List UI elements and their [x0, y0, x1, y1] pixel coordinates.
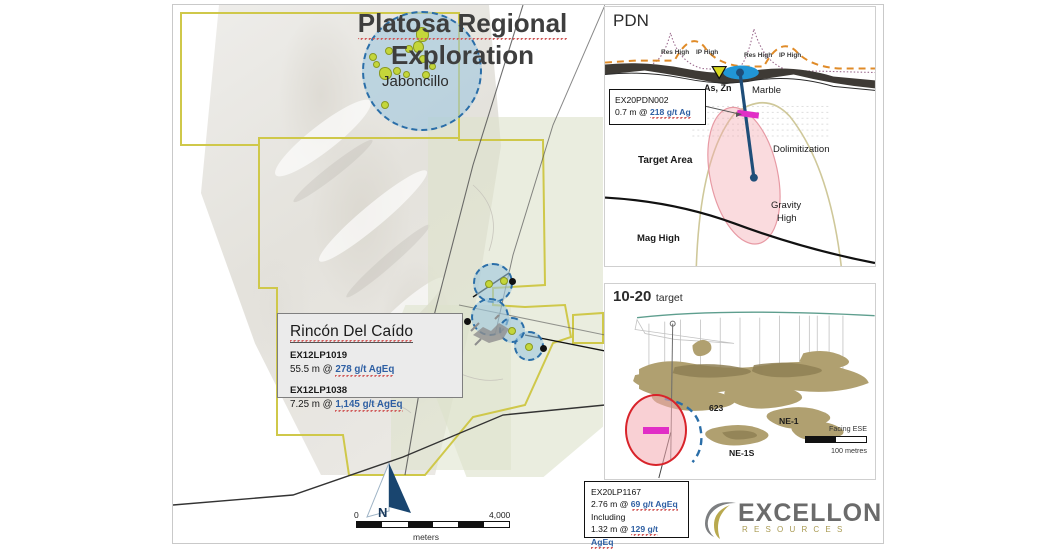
leader-anchor [509, 278, 516, 285]
facing-direction-label: Facing ESE [829, 424, 867, 433]
pdn-label-as-zn: As, Zn [704, 83, 732, 93]
pdn-label-target-area: Target Area [638, 155, 693, 166]
pdn-label-mag-high: Mag High [637, 233, 680, 244]
leader-anchor [540, 345, 547, 352]
callout-intercept-2: 1.32 m @ 129 g/t AgEq [591, 524, 659, 549]
pdn-section-panel: PDN [604, 6, 876, 267]
gold-showing [403, 71, 410, 78]
callout-rincon-del-caido[interactable]: Rincón Del Caído EX12LP1019 55.5 m @ 278… [277, 313, 463, 413]
platosa-mine-workings [470, 314, 509, 346]
page-title-line2: Exploration [390, 39, 534, 70]
pdn-title: PDN [613, 11, 649, 30]
gold-showing [500, 277, 508, 285]
gold-showing [385, 47, 393, 55]
regional-map-panel: Jaboncillo Platosa Rincón Del Caído EX12… [173, 5, 605, 543]
map-scalebar [356, 521, 510, 528]
gold-showing [381, 101, 389, 109]
leader-anchor [464, 318, 471, 325]
callout-hole-id: EX20PDN002 [615, 95, 669, 105]
gold-showing [422, 71, 430, 79]
pdn-label-dolimitization: Dolimitization [773, 144, 830, 155]
target-10-20-title: 10-20 target [613, 288, 683, 305]
callout-intercept: 7.25 m @ 1,145 g/t AgEq [290, 399, 403, 413]
gold-showing [413, 41, 424, 53]
pdn-label-ip-high-1: IP High [696, 49, 719, 56]
gold-showing [429, 63, 436, 70]
gold-showing [508, 327, 516, 335]
callout-intercept: 55.5 m @ 278 g/t AgEq [290, 363, 395, 377]
callout-intercept: 0.7 m @ 218 g/t Ag [615, 107, 691, 120]
page-title-line1: Platosa Regional [357, 8, 568, 40]
pdn-label-ip-high-2: IP High [779, 52, 802, 59]
callout-hole-id: EX12LP1019 [290, 350, 348, 361]
excellon-logo: EXCELLON RESOURCES [700, 495, 881, 540]
pdn-label-gravity-high-2: High [777, 213, 797, 224]
magenta-intercept-marker [643, 427, 669, 434]
page-title: Platosa Regional Exploration [330, 8, 595, 71]
target-scalebar-label: 100 metres [831, 446, 867, 455]
callout-hole-id: EX12LP1038 [290, 385, 348, 397]
scalebar-min-label: 0 [354, 510, 359, 520]
gold-showing [393, 67, 401, 75]
north-arrow-icon [366, 462, 411, 518]
compass-north-label: N [378, 505, 388, 520]
label-lens-623: 623 [709, 403, 724, 413]
gold-showing [419, 55, 427, 63]
callout-title: Rincón Del Caído [290, 323, 414, 343]
pdn-label-gravity-high: Gravity [771, 200, 802, 211]
target-10-20-3d-graphic [633, 311, 875, 479]
gold-showing [405, 45, 413, 53]
label-lens-ne1: NE-1 [779, 416, 799, 426]
callout-including-label: Including [591, 511, 626, 522]
gold-showing [373, 61, 380, 68]
excellon-subtitle: RESOURCES [742, 525, 849, 534]
gold-showing [525, 343, 533, 351]
pdn-label-marble: Marble [752, 85, 782, 96]
callout-hole-id: EX20LP1167 [591, 487, 642, 497]
red-target-ellipse [625, 394, 687, 466]
scalebar-unit-label: meters [413, 532, 439, 542]
scalebar-max-label: 4,000 [489, 510, 511, 520]
label-lens-ne1s: NE-1S [729, 448, 755, 458]
target-scalebar [805, 436, 867, 443]
gold-showing [379, 67, 392, 80]
excellon-mark-icon [705, 502, 736, 539]
target-10-20-panel: 10-20 target [604, 283, 876, 480]
callout-intercept-1: 2.76 m @ 69 g/t AgEq [591, 499, 678, 512]
pdn-cross-section-graphic [605, 28, 875, 266]
callout-ex20lp1167[interactable]: EX20LP1167 2.76 m @ 69 g/t AgEq Includin… [584, 481, 689, 549]
pdn-label-res-high-1: Res High [661, 49, 690, 56]
map-label-jaboncillo: Jaboncillo [382, 73, 449, 90]
excellon-wordmark: EXCELLON [738, 499, 883, 527]
gold-showing [485, 280, 493, 288]
callout-ex20pdn002[interactable]: EX20PDN002 0.7 m @ 218 g/t Ag [609, 89, 706, 125]
pdn-label-res-high-2: Res High [744, 52, 773, 59]
gold-showing [369, 53, 377, 61]
